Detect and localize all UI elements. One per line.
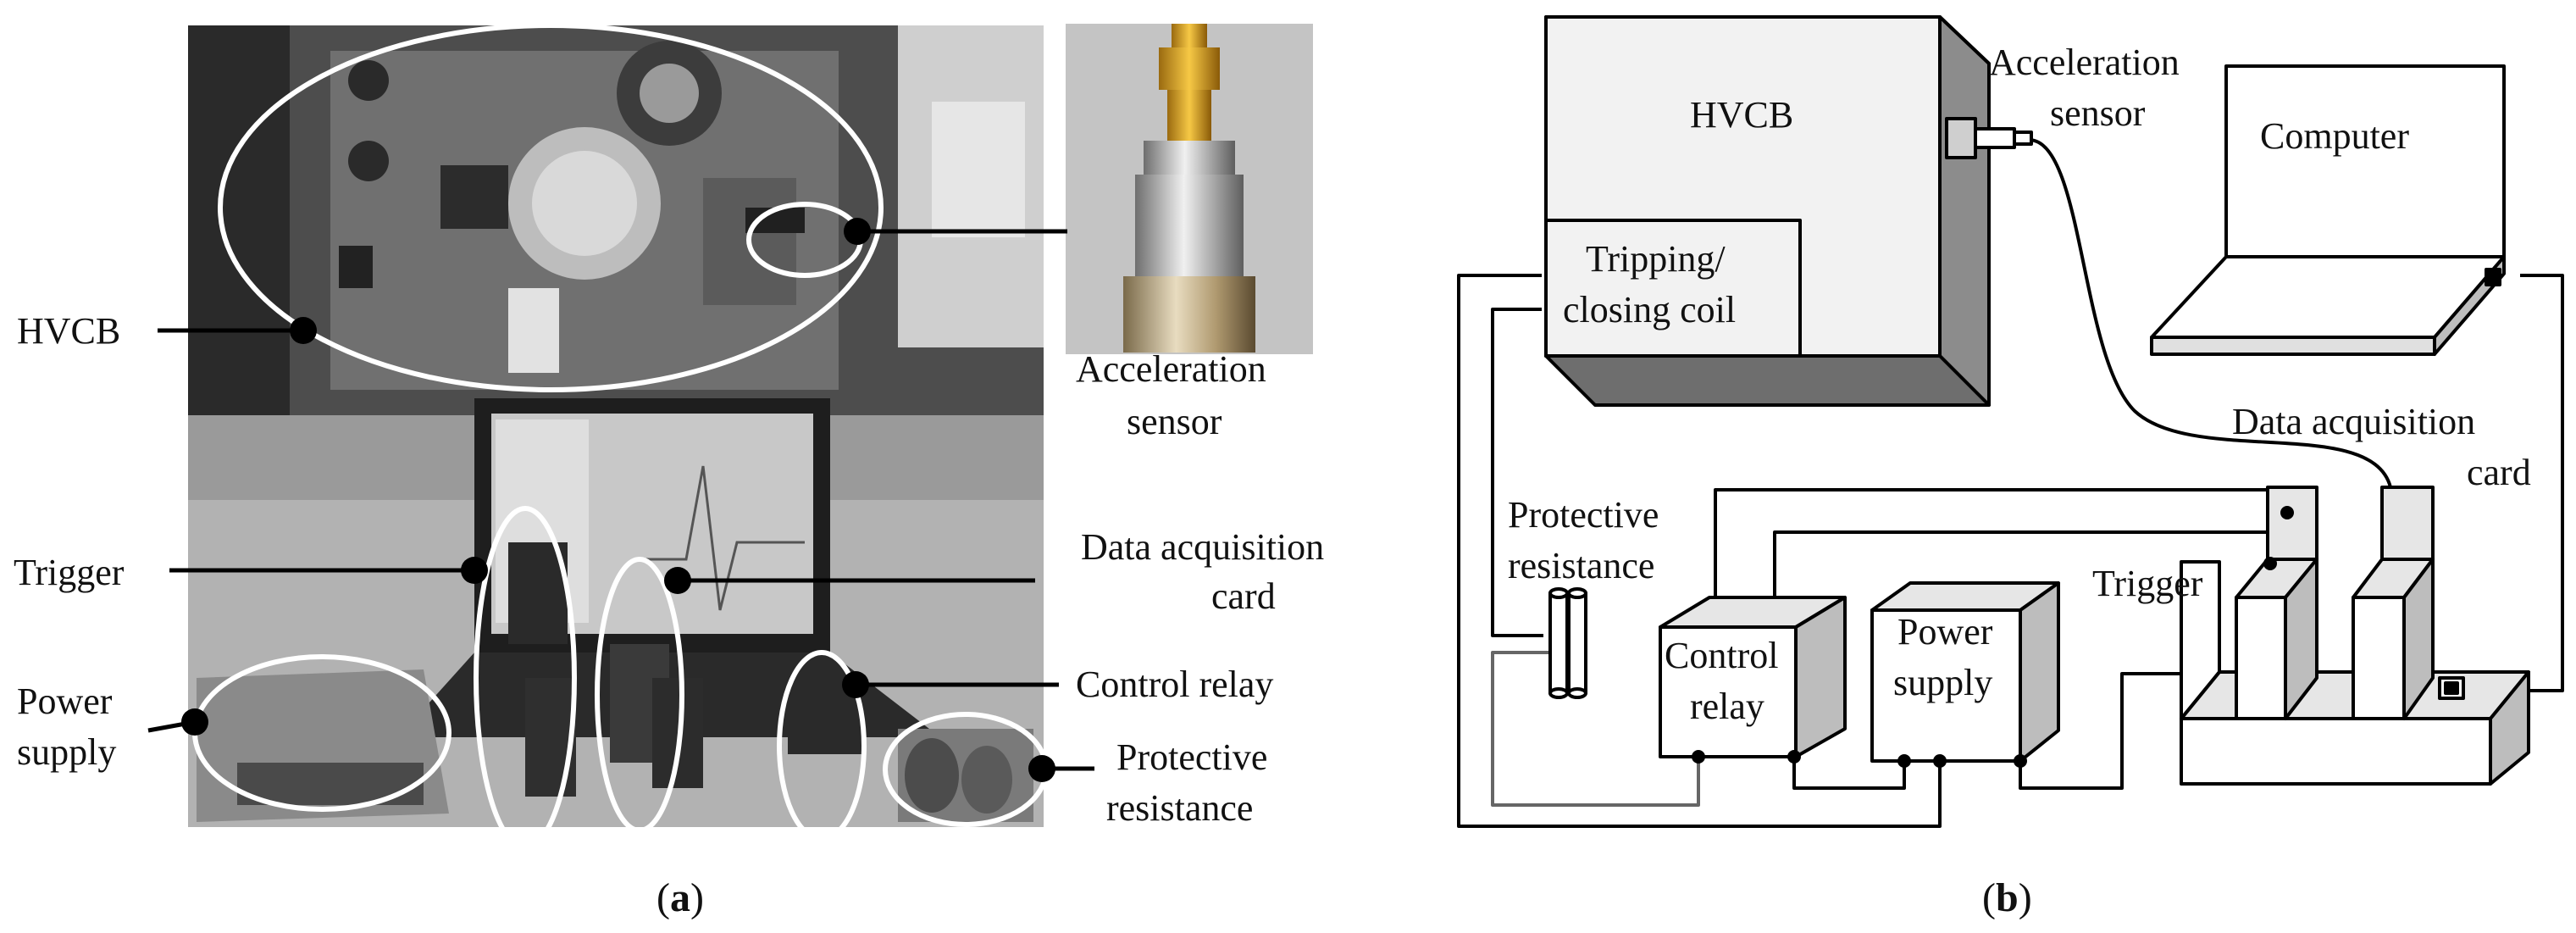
daq-post (2352, 486, 2435, 720)
label-coil-2: closing coil (1563, 289, 1736, 330)
callouts-a (147, 229, 1094, 771)
laptop-port (2485, 268, 2501, 286)
sensor-device (1945, 117, 2033, 159)
caption-b: (b) (1982, 875, 2032, 920)
label-protective-resistance-b-1: Protective (1508, 494, 1659, 536)
label-daq-card-b-1: Data acquisition (2232, 401, 2475, 442)
label-control-relay-b-2: relay (1690, 686, 1764, 727)
daq-ellipse (595, 557, 684, 833)
hvcb-box-bottom (1544, 354, 1991, 407)
label-protective-resistance-2: resistance (1106, 787, 1253, 829)
hvcb-box-side (1938, 15, 1991, 407)
label-power-supply-b-1: Power (1897, 611, 1993, 653)
hvcb-box (1544, 15, 1991, 407)
label-daq-card-2: card (1211, 575, 1276, 617)
wire-sensor-daq (2028, 138, 2392, 488)
label-power-supply-1: Power (17, 680, 113, 722)
label-acceleration-sensor-b-2: sensor (2050, 92, 2146, 134)
callout-dots-a (181, 218, 1055, 782)
wire-relay-power (1792, 757, 1906, 790)
panel-a: HVCB Trigger Power supply Acceleration s… (14, 23, 1324, 920)
trigger-ellipse (474, 506, 577, 850)
power-supply-box (1870, 581, 2060, 768)
label-control-relay: Control relay (1076, 664, 1273, 705)
laptop-screen (2224, 64, 2506, 258)
label-control-relay-b-1: Control (1665, 635, 1778, 676)
label-protective-resistance-b-2: resistance (1508, 545, 1654, 586)
hvcb-ellipse (218, 23, 884, 392)
label-daq-card-1: Data acquisition (1081, 526, 1324, 568)
label-hvcb-b: HVCB (1690, 94, 1793, 136)
label-trigger: Trigger (14, 552, 125, 593)
label-power-supply-b-2: supply (1893, 662, 1992, 703)
label-acceleration-sensor-1: Acceleration (1076, 348, 1266, 390)
panel-b: HVCB Tripping/ closing coil Acceleration… (1457, 15, 2564, 920)
trigger-post (2235, 486, 2318, 720)
label-coil-1: Tripping/ (1586, 238, 1726, 280)
label-computer: Computer (2260, 115, 2409, 157)
caption-a: (a) (656, 875, 704, 920)
wire-coil-outer (1457, 274, 1942, 828)
wire-power-trigger (2019, 672, 2181, 790)
computer (2150, 64, 2506, 356)
sensor-inset-photo (1066, 24, 1313, 354)
photo (188, 25, 1044, 827)
protective-resistance (1548, 587, 1587, 699)
control-relay-ellipse (777, 650, 867, 841)
label-power-supply-2: supply (17, 731, 116, 773)
label-protective-resistance-1: Protective (1116, 736, 1267, 778)
laptop-base-edge (2150, 336, 2436, 356)
control-relay-box (1659, 596, 1847, 764)
wire-coil-inner (1491, 308, 1543, 637)
coil-box (1544, 219, 1802, 358)
label-hvcb: HVCB (17, 310, 120, 352)
wire-resistance-relay (1491, 651, 1700, 807)
label-daq-card-b-2: card (2467, 452, 2531, 493)
label-acceleration-sensor-2: sensor (1127, 401, 1222, 442)
label-acceleration-sensor-b-1: Acceleration (1989, 42, 2180, 83)
label-trigger-b: Trigger (2092, 563, 2203, 604)
